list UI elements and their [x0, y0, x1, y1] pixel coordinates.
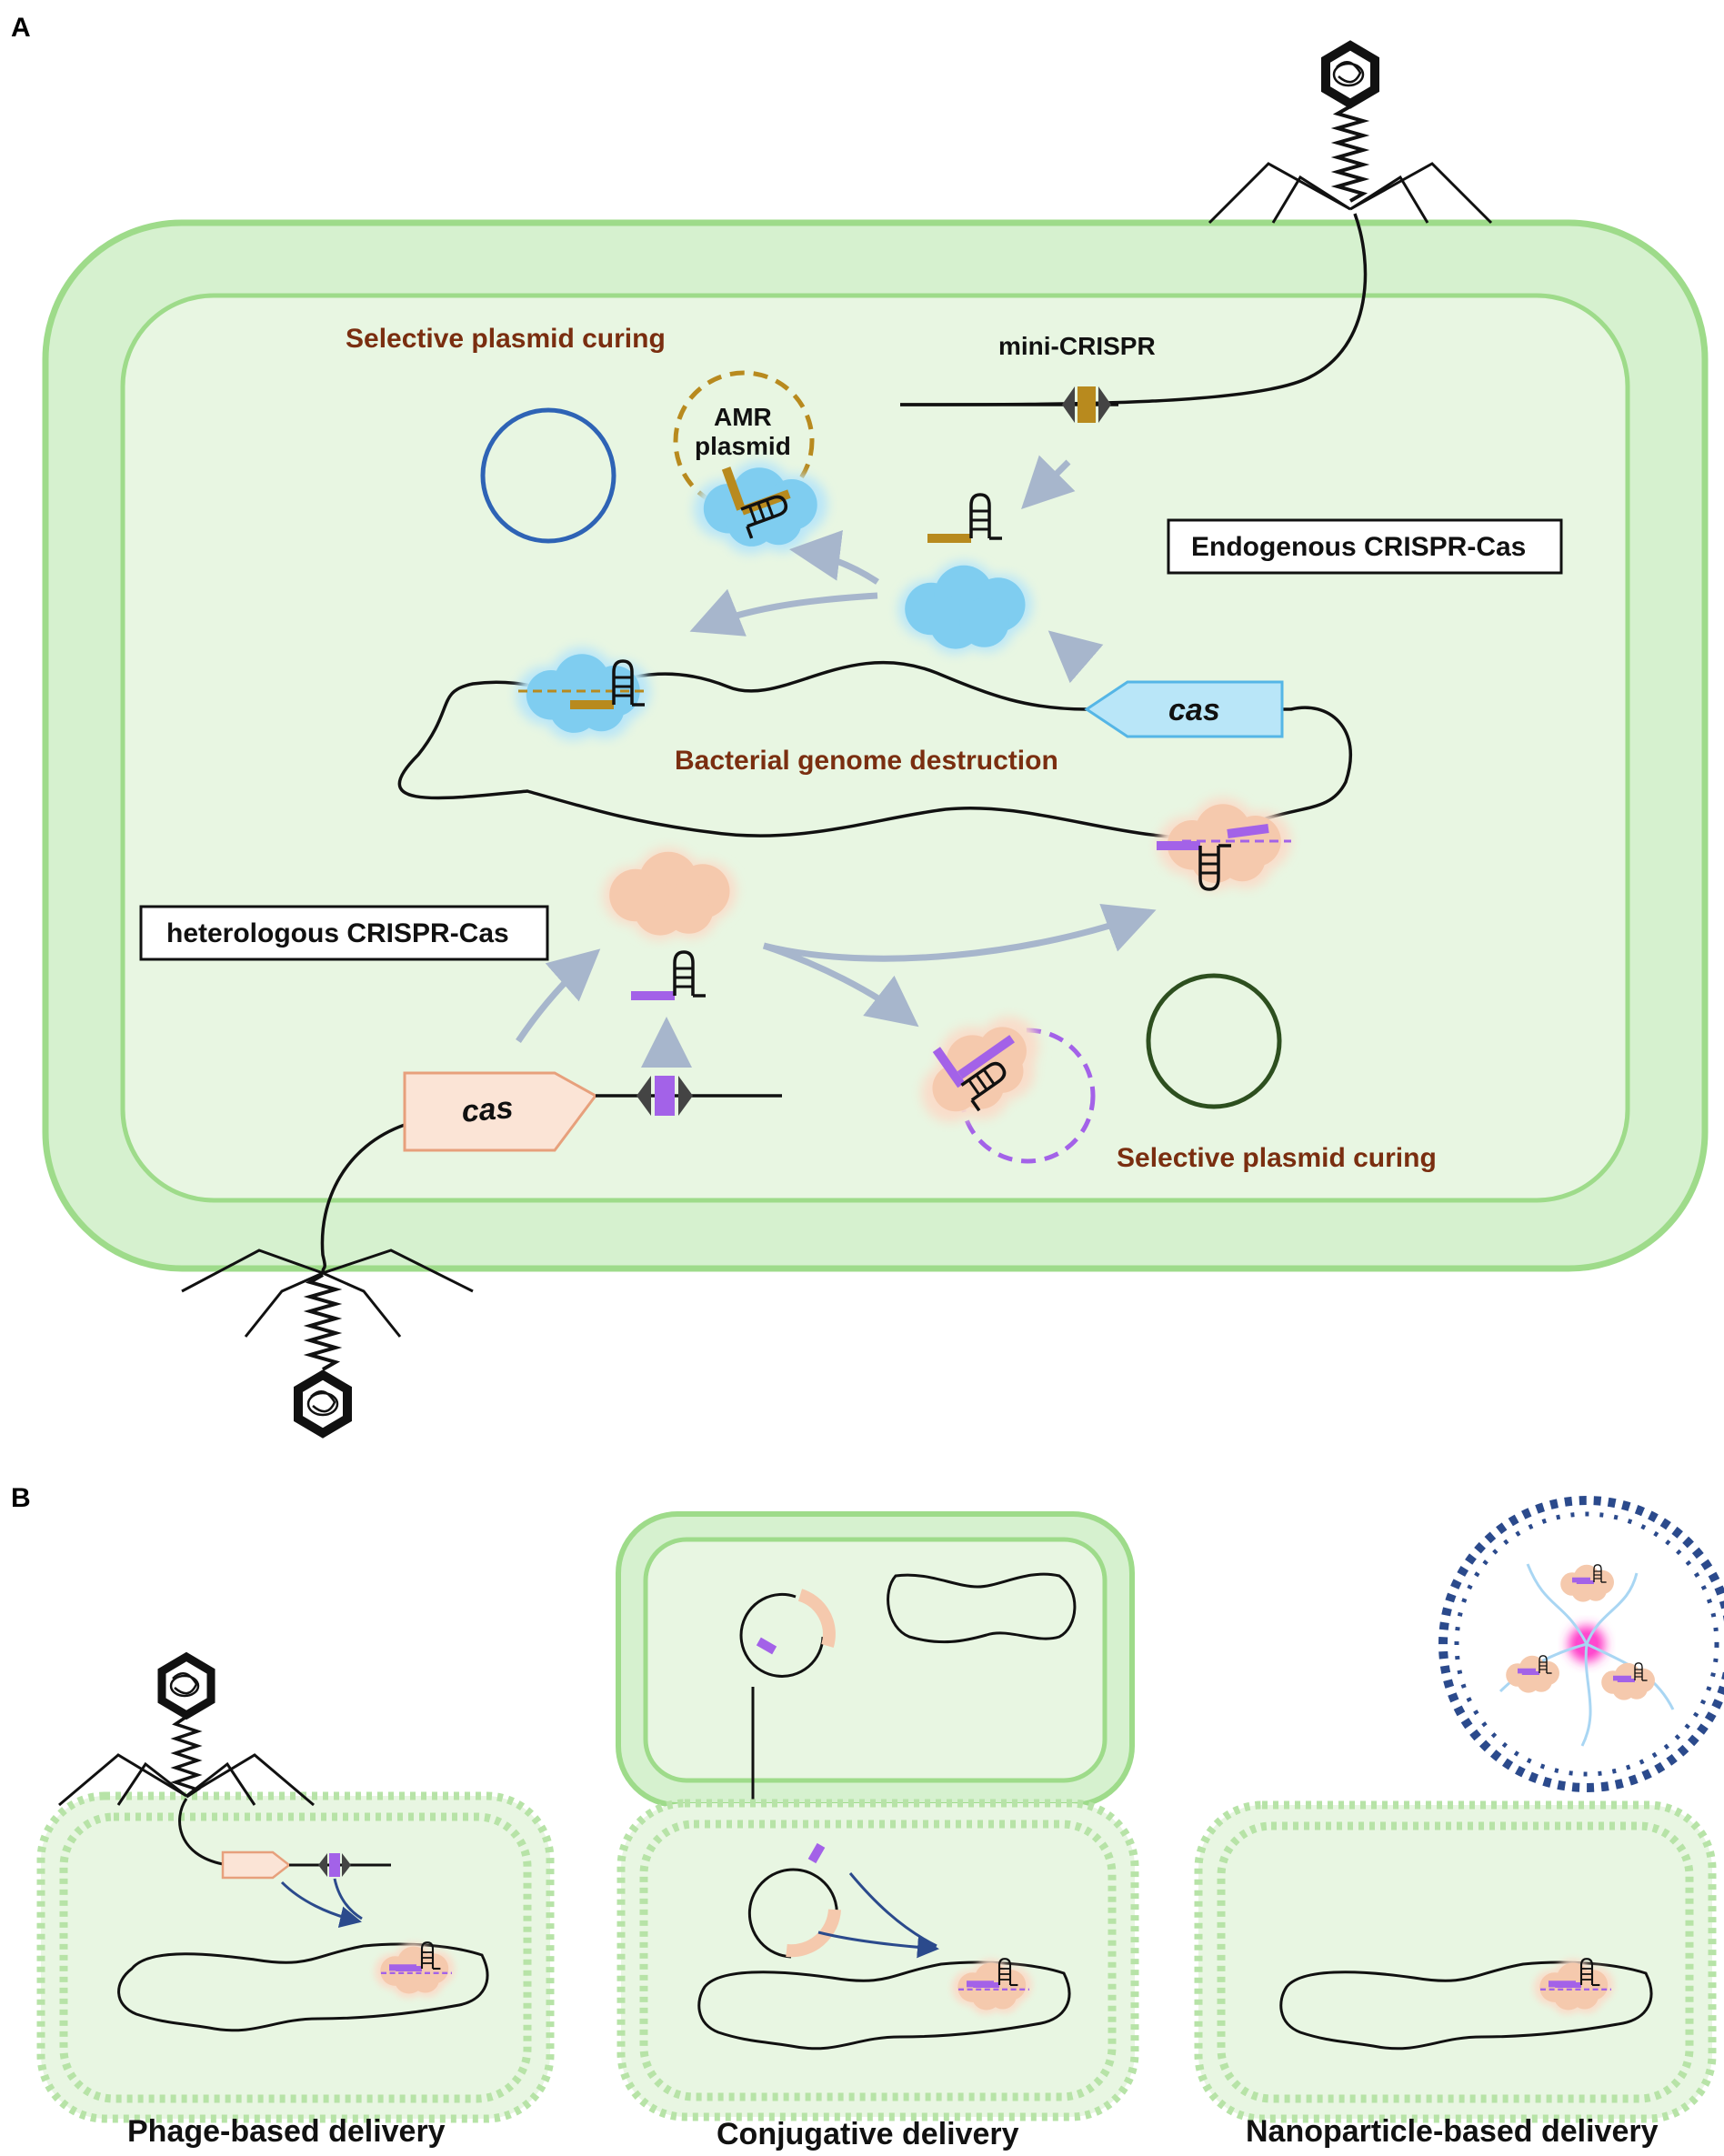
label-endogenous: Endogenous CRISPR-Cas [1191, 532, 1526, 562]
arrow-guide-to-plasmid [762, 942, 919, 1028]
donor-genome [887, 1572, 1077, 1644]
box-endogenous [1167, 518, 1563, 575]
label-selective-plasmid-curing-top: Selective plasmid curing [346, 324, 666, 354]
phage-delivery-cell [36, 1791, 555, 2123]
arrow-to-amr [789, 530, 879, 585]
cas-complex-genome-heterologous [1157, 797, 1291, 890]
cas-complex-genome-endogenous [516, 647, 650, 740]
panel-label-a: A [11, 13, 31, 43]
recipient-plasmid [747, 1842, 841, 1959]
phage-b-array [318, 1853, 351, 1877]
recipient-cell [616, 1799, 1139, 2121]
phage-b-dna [178, 1798, 224, 1866]
bacterial-genome [397, 661, 1352, 840]
phage-b-genome [117, 1942, 489, 2032]
box-heterologous [139, 905, 549, 961]
conjugative-arrow-2 [848, 1872, 937, 1948]
caption-phage-delivery: Phage-based delivery [127, 2114, 446, 2149]
label-bacterial-genome-destruction: Bacterial genome destruction [675, 746, 1058, 776]
arrow-to-genome [689, 588, 878, 637]
phage-b [58, 1651, 315, 1807]
phage-b-cas-complex [374, 1942, 455, 1999]
donor-plasmid [739, 1589, 836, 1678]
phage-b-arrow-1 [280, 1880, 362, 1929]
label-mini-crispr: mini-CRISPR [998, 332, 1156, 360]
heterologous-crispr-array [636, 1076, 693, 1116]
caption-conjugative-delivery: Conjugative delivery [717, 2117, 1019, 2151]
phage-dna-bottom [320, 1123, 406, 1274]
nanoparticle-target-cell [1194, 1800, 1717, 2123]
conjugative-cas-complex [951, 1959, 1032, 2015]
nanoparticle [1432, 1489, 1724, 1799]
mini-crispr-array [1062, 386, 1111, 423]
donor-cell [616, 1511, 1135, 1808]
label-amr-plasmid-line2: plasmid [695, 432, 791, 460]
conjugative-genome [697, 1960, 1071, 2051]
gene-cas-endogenous [1084, 680, 1284, 738]
phage-b-arrow-2 [333, 1878, 363, 1920]
nanoparticle-genome [1279, 1960, 1653, 2051]
label-amr-plasmid-line1: AMR [714, 403, 772, 431]
conjugative-arrow-1 [817, 1930, 939, 1959]
label-selective-plasmid-curing-bottom: Selective plasmid curing [1117, 1143, 1437, 1173]
phage-b-cas-gene [221, 1850, 292, 1880]
plasmid-green [1146, 973, 1282, 1109]
phage-bottom [181, 1248, 474, 1439]
arrow-mini-crispr-to-guide [1021, 455, 1076, 509]
cas-complex-plasmid-heterologous [898, 993, 1062, 1147]
nanoparticle-cas-complex [1533, 1959, 1614, 2015]
arrow-cas-to-protein [1047, 630, 1104, 684]
plasmid-blue [480, 407, 616, 544]
phage-top [1208, 40, 1493, 225]
label-cas-top: cas [1168, 693, 1220, 727]
arrow-guide-to-genome [763, 904, 1157, 962]
panel-label-b: B [11, 1483, 31, 1513]
arrow-cas-gene-to-protein [516, 948, 601, 1043]
label-cas-bottom: cas [460, 1090, 515, 1129]
label-heterologous: heterologous CRISPR-Cas [166, 918, 509, 948]
cas-complex-amr [694, 453, 827, 554]
caption-nanoparticle-delivery: Nanoparticle-based delivery [1246, 2114, 1659, 2149]
